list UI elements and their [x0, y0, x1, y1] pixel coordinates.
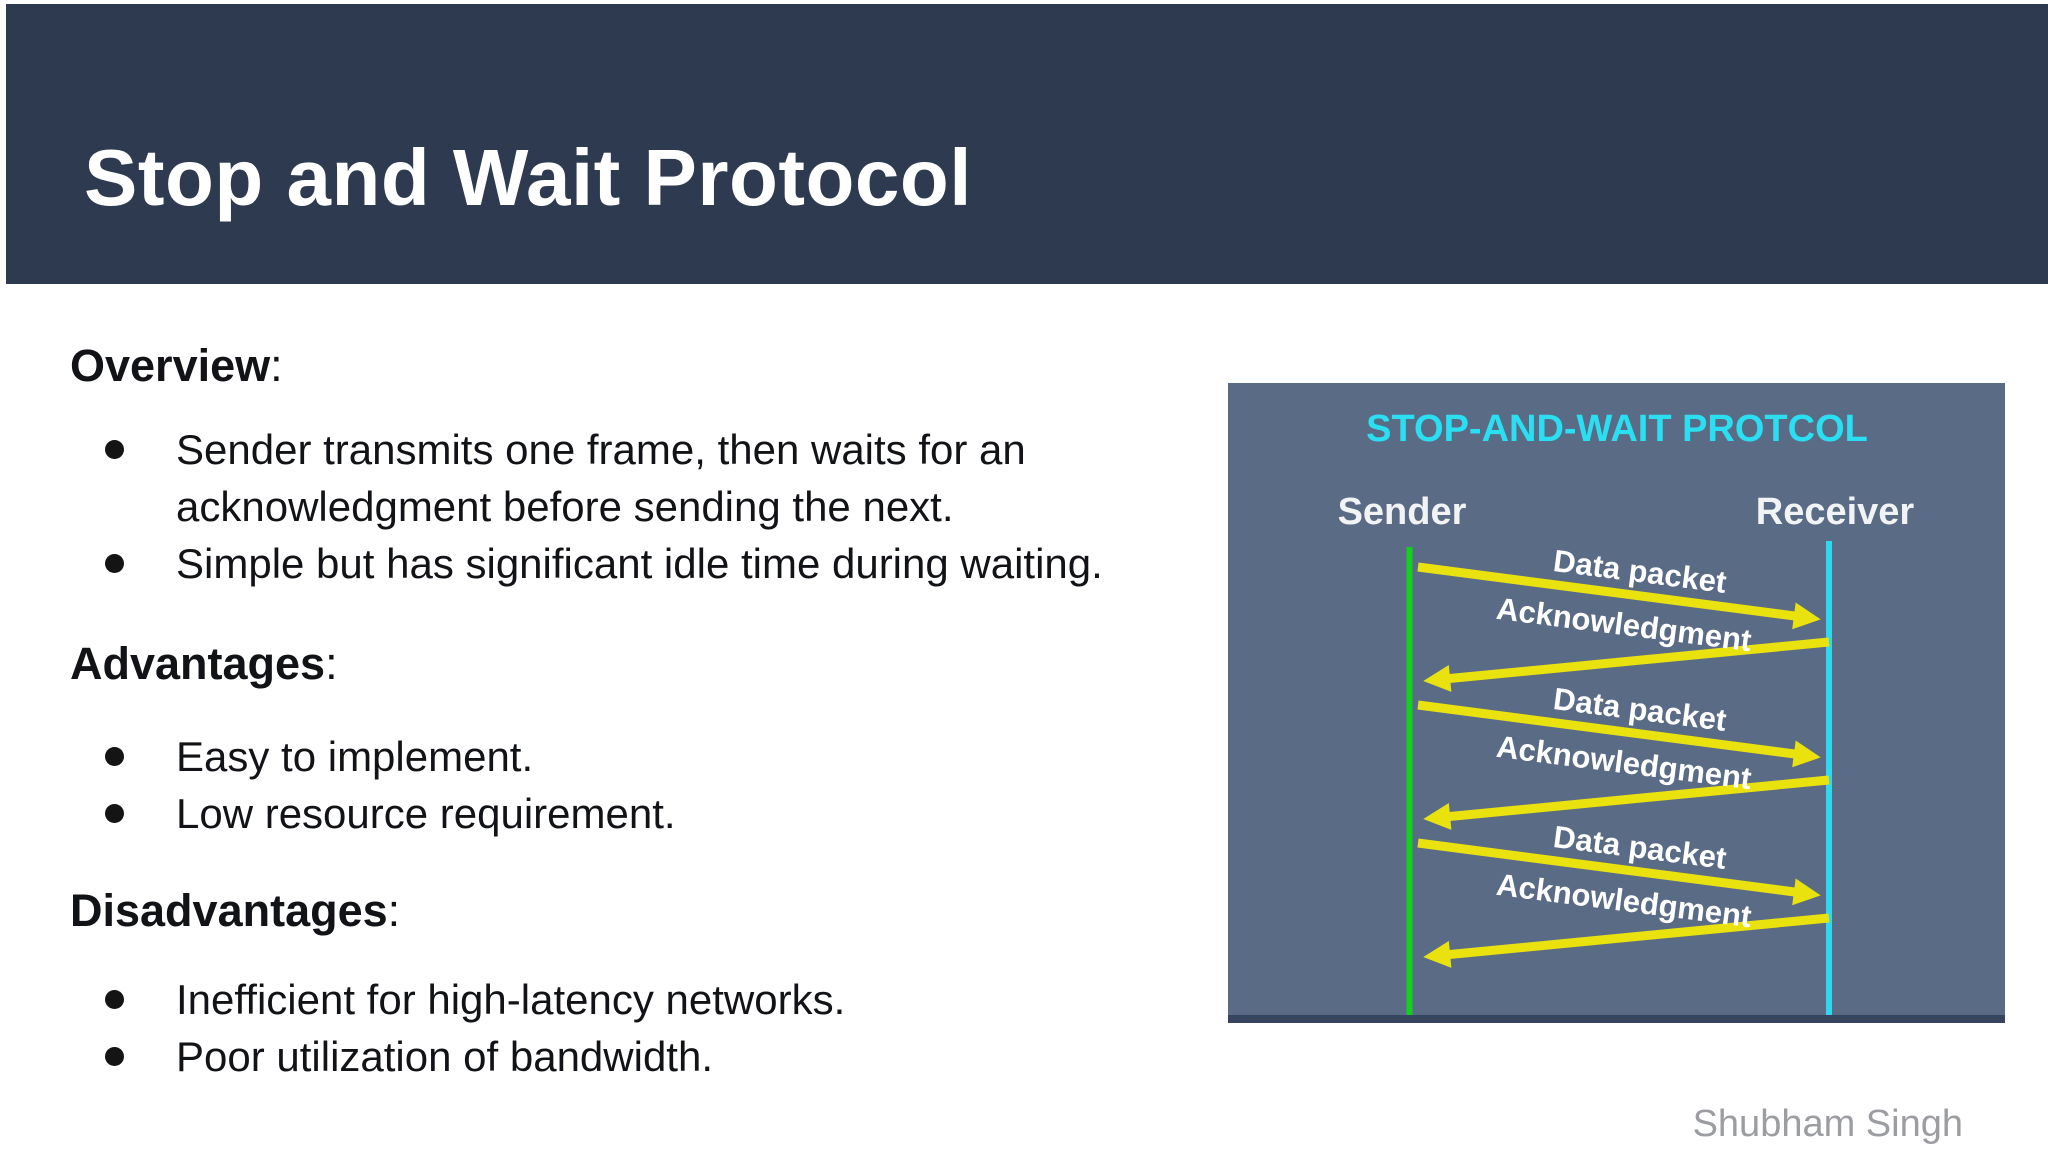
data-packet-arrow [1417, 700, 1821, 768]
bullet-text: Inefficient for high-latency networks. [176, 976, 846, 1023]
heading-colon: : [387, 885, 401, 936]
bullet-icon [105, 440, 124, 459]
section-heading-disadvantages: Disadvantages: [70, 882, 400, 940]
attribution: Shubham Singh [1692, 1103, 1963, 1145]
message-label: Acknowledgment [1494, 729, 1753, 796]
diagram-title: STOP-AND-WAIT PROTCOL [1366, 408, 1868, 450]
receiver-label: Receiver [1756, 491, 1915, 533]
bullet-icon [105, 804, 124, 823]
heading-text: Advantages [70, 638, 326, 689]
section-heading-advantages: Advantages: [70, 635, 338, 693]
acknowledgment-arrow [1423, 913, 1830, 968]
data-packet-arrow [1417, 838, 1821, 906]
overview-bullet-list: Sender transmits one frame, then waits f… [105, 421, 1156, 592]
heading-text: Overview [70, 340, 271, 391]
diagram-canvas: STOP-AND-WAIT PROTCOL Sender Receiver Da… [1228, 408, 2005, 1023]
bullet-item: Inefficient for high-latency networks. [105, 971, 1156, 1028]
heading-colon: : [325, 638, 338, 689]
advantages-bullet-list: Easy to implement. Low resource requirem… [105, 728, 1156, 842]
bullet-text: Simple but has significant idle time dur… [176, 540, 1103, 587]
bullet-icon [105, 554, 124, 573]
bullet-item: Simple but has significant idle time dur… [105, 535, 1156, 592]
bullet-item: Low resource requirement. [105, 785, 1156, 842]
heading-text: Disadvantages [70, 885, 388, 936]
stop-and-wait-diagram: STOP-AND-WAIT PROTCOL Sender Receiver Da… [1228, 383, 2005, 1023]
slide-header: Stop and Wait Protocol [6, 4, 2048, 284]
message-label: Acknowledgment [1494, 591, 1753, 658]
section-heading-overview: Overview: [70, 337, 283, 395]
bullet-icon [105, 990, 124, 1009]
bullet-text: Sender transmits one frame, then waits f… [176, 426, 1026, 530]
bullet-item: Poor utilization of bandwidth. [105, 1028, 1156, 1085]
bullet-text: Easy to implement. [176, 733, 534, 780]
acknowledgment-arrow [1423, 775, 1830, 830]
message-label: Acknowledgment [1494, 867, 1753, 934]
slide-title: Stop and Wait Protocol [84, 133, 972, 222]
bullet-icon [105, 1047, 124, 1066]
bullet-text: Poor utilization of bandwidth. [176, 1033, 713, 1080]
bullet-icon [105, 747, 124, 766]
heading-colon: : [270, 340, 283, 391]
sender-label: Sender [1338, 491, 1467, 533]
bullet-item: Sender transmits one frame, then waits f… [105, 421, 1156, 535]
disadvantages-bullet-list: Inefficient for high-latency networks. P… [105, 971, 1156, 1085]
data-packet-arrow [1417, 562, 1821, 630]
bullet-item: Easy to implement. [105, 728, 1156, 785]
acknowledgment-arrow [1423, 637, 1830, 692]
diagram-bottom-edge [1228, 1015, 2005, 1023]
bullet-text: Low resource requirement. [176, 790, 676, 837]
